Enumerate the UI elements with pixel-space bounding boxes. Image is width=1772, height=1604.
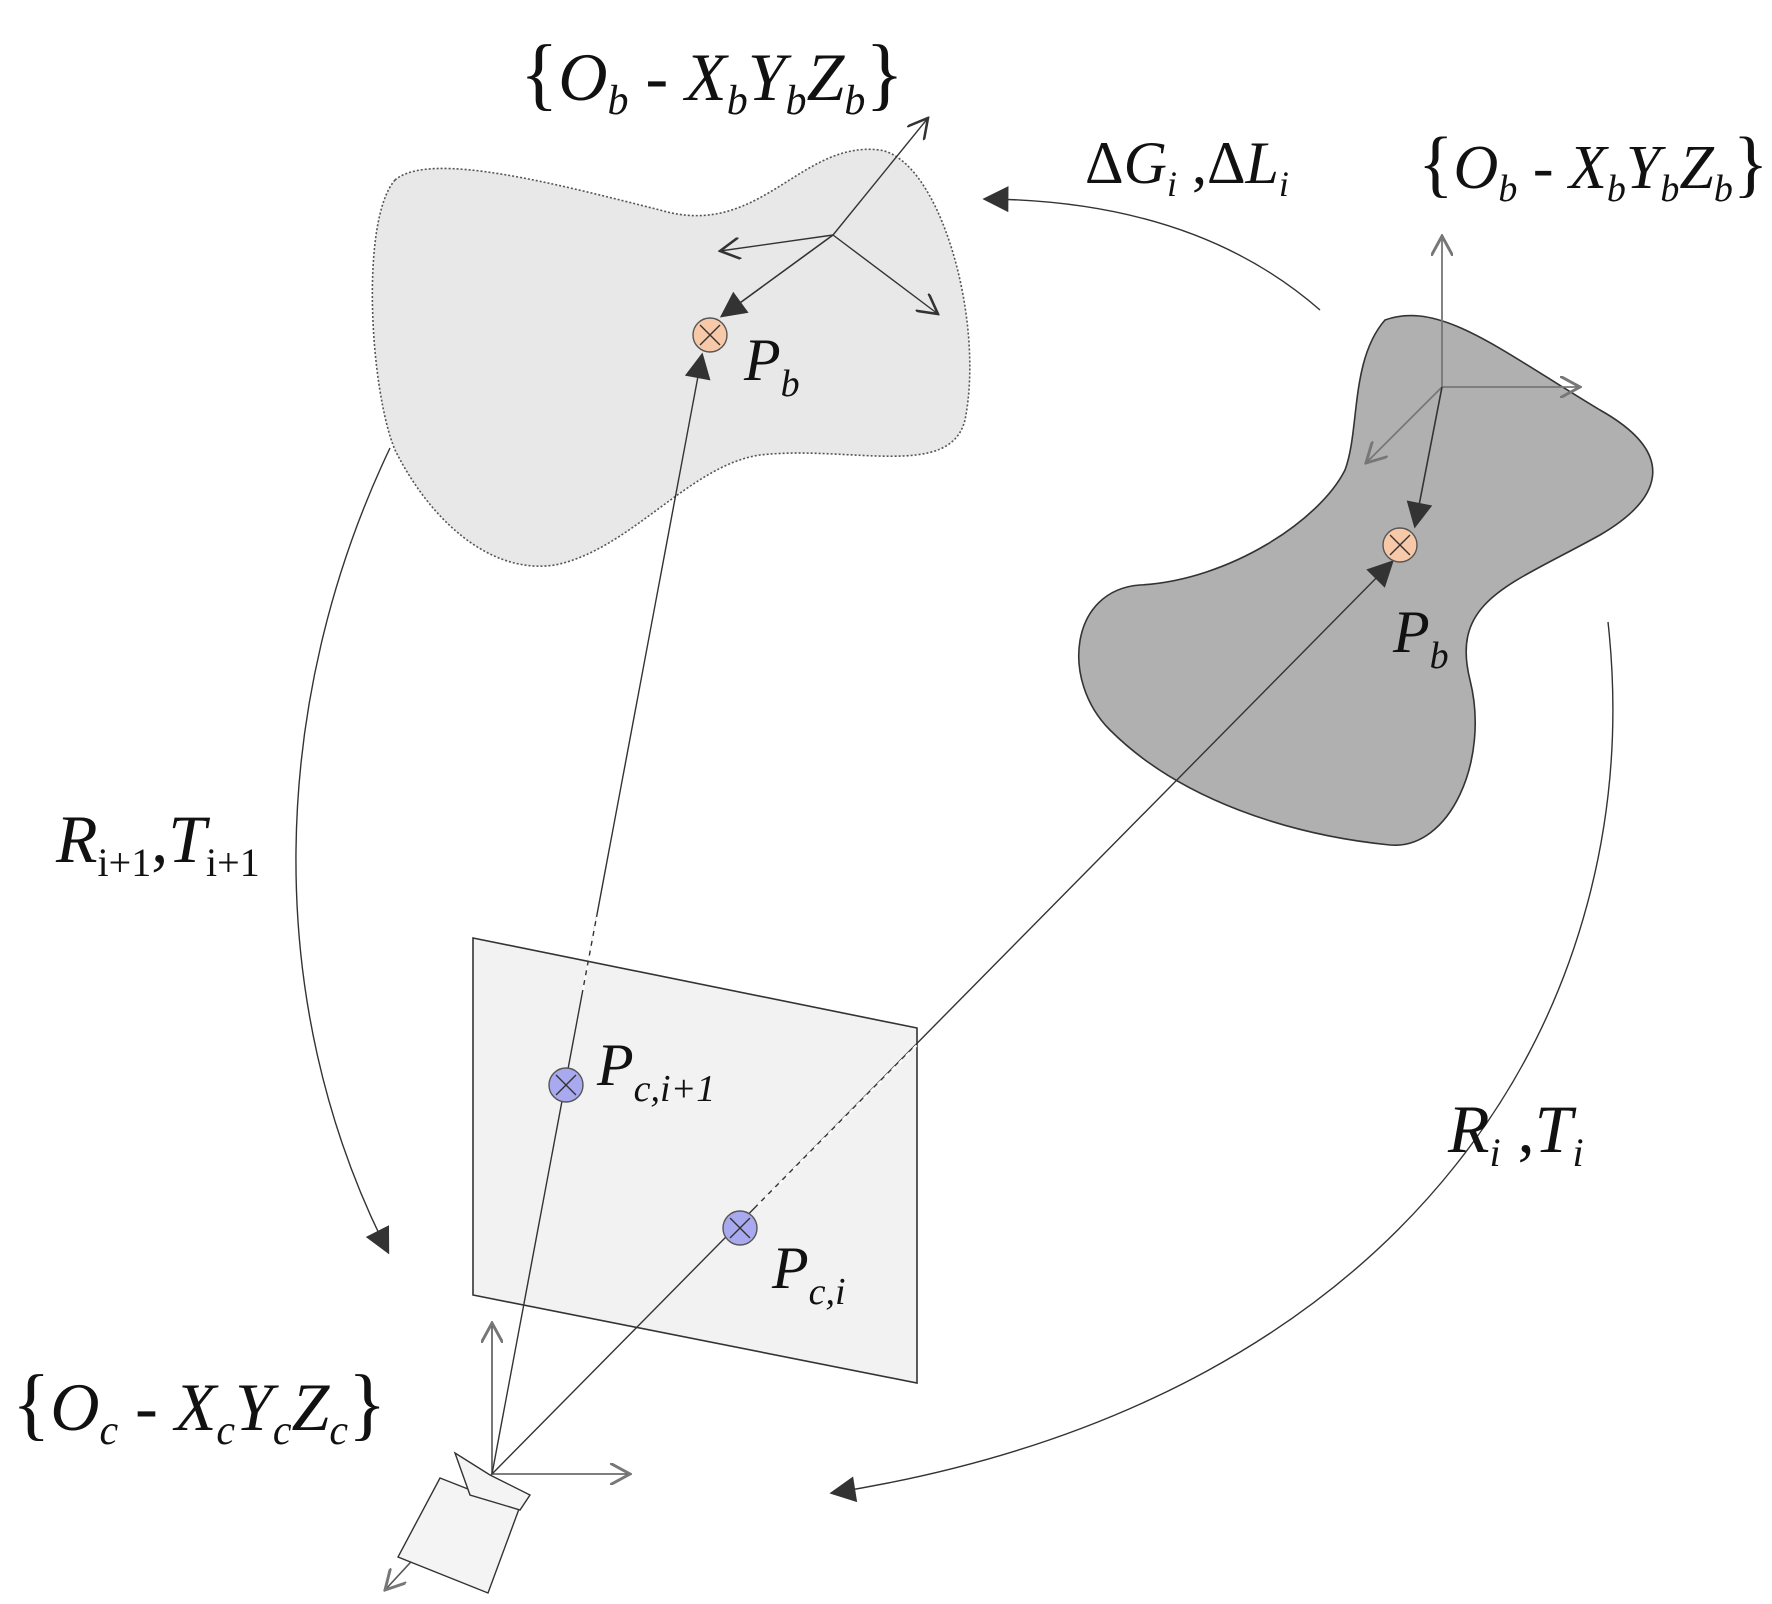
label-frame-body-top: {Ob - XbYbZb} — [520, 30, 904, 124]
arc-r-t-current — [829, 621, 1614, 1503]
image-plane — [472, 937, 918, 1384]
label-pb-left: Pb — [743, 327, 800, 405]
point-pb-right — [1382, 527, 1418, 563]
label-frame-camera: {Oc - XcYcZc} — [12, 1360, 386, 1454]
object-current-pose — [1078, 314, 1654, 846]
label-frame-body-right: {Ob - XbYbZb} — [1418, 123, 1768, 210]
label-pc-current: Pc,i — [771, 1235, 846, 1313]
projection-rays — [491, 352, 1394, 1475]
body-frame-axes-top — [720, 118, 938, 318]
label-pb-right: Pb — [1392, 599, 1449, 677]
point-pc-next — [548, 1067, 584, 1103]
point-pb-left — [692, 317, 728, 353]
point-pc-current — [722, 1210, 758, 1246]
ray-behind-plane-dashes — [581, 916, 918, 1206]
body-frame-axes-right — [1366, 236, 1580, 529]
motion-arcs — [295, 186, 1614, 1503]
label-delta-g-l: ΔGi ,ΔLi — [1085, 130, 1289, 204]
arc-r-t-next — [295, 447, 391, 1255]
arc-delta-g-l — [982, 186, 1321, 311]
label-pc-next: Pc,i+1 — [596, 1032, 715, 1110]
object-previous-pose — [371, 148, 971, 567]
camera-icon — [397, 1451, 532, 1594]
label-r-t-next: Ri+1,Ti+1 — [55, 801, 260, 885]
label-r-t-current: Ri ,Ti — [1447, 1091, 1584, 1175]
